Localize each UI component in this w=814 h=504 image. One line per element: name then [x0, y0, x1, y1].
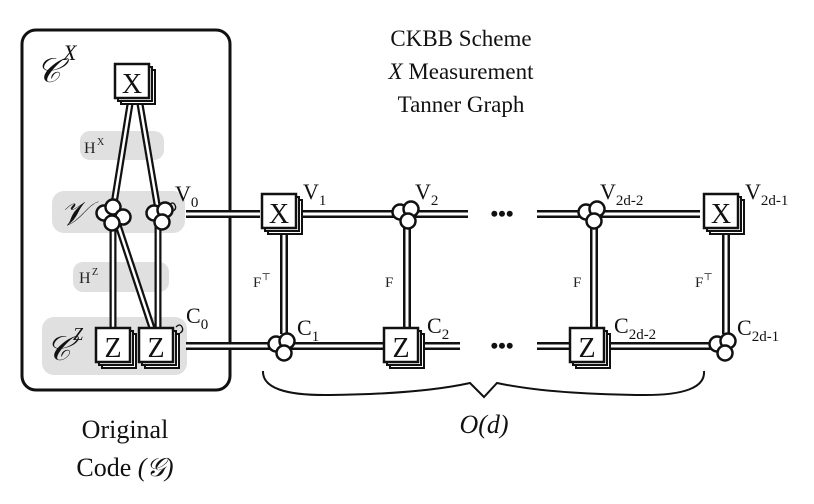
svg-text:Z: Z [104, 333, 121, 364]
svg-text:X: X [122, 69, 142, 100]
hz-label: H [79, 270, 91, 287]
v1-label: V1 [303, 179, 326, 209]
svg-text:X: X [269, 199, 289, 230]
svg-text:Z: Z [147, 333, 164, 364]
cz-z-node-right: Z [137, 326, 181, 370]
v2-label: V2 [415, 179, 438, 209]
edge-label-3: F [573, 275, 581, 291]
span-brace [261, 370, 706, 399]
v2d-1-x-node: X [702, 192, 746, 236]
original-caption-line1: Original [82, 415, 169, 444]
svg-text:Z: Z [578, 333, 595, 364]
c0-label: C0 [186, 303, 208, 333]
c1-label: C1 [297, 315, 319, 345]
svg-text:X: X [711, 199, 731, 230]
c0-pointer-icon [175, 324, 184, 334]
c1-cluster-node [267, 332, 296, 362]
brace-label: O(d) [459, 410, 508, 439]
v1-x-node: X [260, 192, 304, 236]
cz-sup: Z [73, 324, 84, 344]
c2d-1-label: C2d-1 [737, 315, 779, 345]
v2d-2-label: V2d-2 [600, 179, 643, 209]
edge-label-1: F⊤ [253, 272, 271, 291]
c2d-2-label: C2d-2 [614, 313, 656, 343]
hx-label: H [84, 140, 96, 157]
hz-sup: Z [92, 267, 98, 278]
chain-edges [186, 210, 730, 350]
c2-z-node: Z [382, 326, 426, 370]
diagram-title: CKBB Scheme X Measurement Tanner Graph [388, 26, 535, 117]
svg-text:Tanner Graph: Tanner Graph [398, 92, 525, 117]
cz-z-node-left: Z [94, 326, 138, 370]
top-ellipsis: ••• [490, 201, 513, 226]
v0-pointer-icon [168, 202, 177, 212]
edge-label-2: F [385, 275, 393, 291]
edge-label-4: F⊤ [695, 272, 713, 291]
svg-text:Z: Z [392, 333, 409, 364]
c2d-2-z-node: Z [568, 326, 612, 370]
cx-x-check-node: X [113, 62, 157, 106]
v0-label: V0 [175, 181, 198, 211]
svg-text:X Measurement: X Measurement [388, 59, 535, 84]
c2-label: C2 [427, 313, 449, 343]
original-caption-line2: Code (𝒢) [76, 453, 173, 482]
bottom-ellipsis: ••• [490, 333, 513, 358]
original-code-edges [109, 103, 162, 330]
hx-sup: X [97, 137, 105, 148]
v2d-2-cluster-node [577, 200, 606, 230]
cx-sup: X [62, 40, 78, 65]
v2d-1-label: V2d-1 [745, 179, 788, 209]
c2d-1-cluster-node [708, 332, 737, 362]
hz-shade [73, 262, 169, 292]
svg-text:CKBB Scheme: CKBB Scheme [390, 26, 531, 51]
v2-cluster-node [391, 200, 420, 230]
